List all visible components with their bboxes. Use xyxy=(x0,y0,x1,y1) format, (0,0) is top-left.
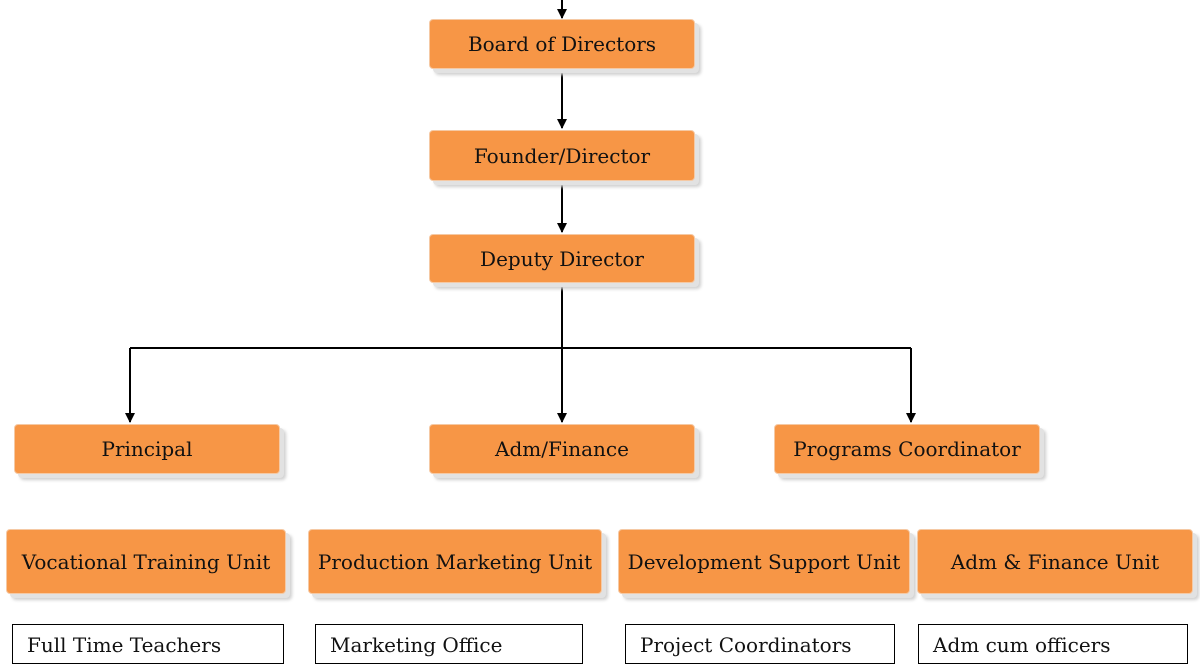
development-support-unit-box: Development Support Unit xyxy=(618,529,910,594)
founder-director-box: Founder/Director xyxy=(429,130,695,181)
programs-coordinator-box: Programs Coordinator xyxy=(774,424,1040,474)
production-marketing-unit-box: Production Marketing Unit xyxy=(308,529,602,594)
board-of-directors-box: Board of Directors xyxy=(429,19,695,69)
adm-cum-officers-box: Adm cum officers xyxy=(918,624,1188,664)
vocational-training-unit-box: Vocational Training Unit xyxy=(6,529,286,594)
adm-finance-box: Adm/Finance xyxy=(429,424,695,474)
full-time-teachers-box: Full Time Teachers xyxy=(12,624,284,664)
deputy-director-box: Deputy Director xyxy=(429,234,695,283)
project-coordinators-box: Project Coordinators xyxy=(625,624,895,664)
adm-finance-unit-box: Adm & Finance Unit xyxy=(917,529,1193,594)
principal-box: Principal xyxy=(14,424,280,474)
marketing-office-box: Marketing Office xyxy=(315,624,583,664)
